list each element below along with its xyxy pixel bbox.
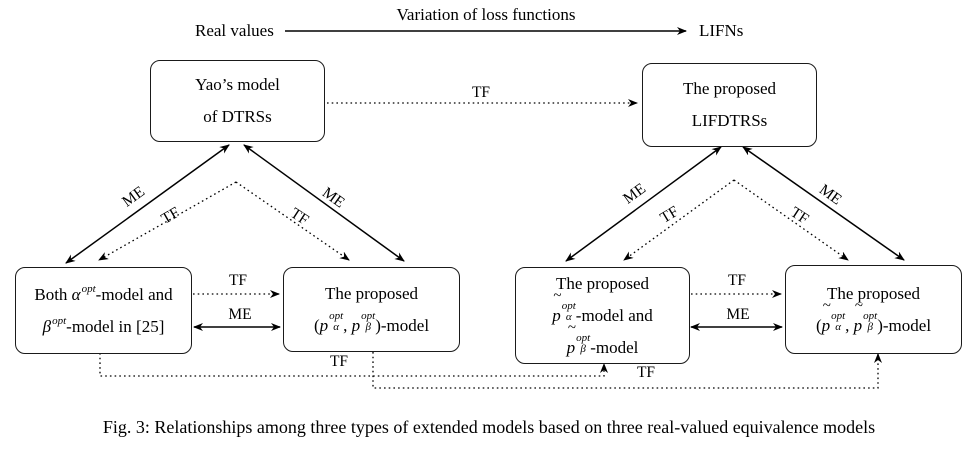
box-line: LIFDTRSs — [691, 111, 768, 130]
label-me-left-horizontal: ME — [228, 306, 251, 323]
label-me-left-2: ME — [319, 184, 348, 211]
edge-me-right-upper-right — [742, 146, 905, 261]
box-yao-model: Yao’s model of DTRSs — [150, 60, 325, 142]
box-lifdtrs: The proposed LIFDTRSs — [642, 63, 817, 147]
edge-me-left-upper-left — [65, 144, 230, 264]
edge-me-left-upper-right — [243, 144, 405, 262]
label-me-right-2: ME — [816, 181, 845, 208]
label-tf-left-2: TF — [287, 205, 312, 229]
box-line: Yao’s model — [195, 75, 280, 94]
label-tf-top: TF — [472, 84, 490, 101]
header-real-values: Real values — [195, 21, 274, 40]
label-tf-right-horizontal: TF — [728, 272, 746, 289]
box-line: of DTRSs — [203, 107, 272, 126]
label-tf-left-1: TF — [158, 204, 182, 228]
header-arrow-label: Variation of loss functions — [396, 5, 576, 24]
label-tf-right-2: TF — [787, 204, 812, 228]
box-line: The proposed — [324, 283, 418, 303]
box-line: The proposed — [555, 273, 649, 293]
header-lifns: LIFNs — [699, 21, 744, 40]
label-tf-right-1: TF — [657, 203, 682, 227]
label-tf-bottom-a: TF — [637, 364, 655, 381]
figure-caption: Fig. 3: Relationships among three types … — [102, 417, 876, 437]
box-line: The proposed — [826, 283, 920, 303]
label-me-right-horizontal: ME — [726, 306, 749, 323]
label-tf-bottom-b: TF — [330, 353, 348, 370]
label-tf-left-horizontal: TF — [229, 272, 247, 289]
edge-tf-right-v-left — [623, 179, 735, 261]
box-line: The proposed — [682, 79, 776, 98]
edge-me-right-upper-left — [565, 146, 722, 262]
